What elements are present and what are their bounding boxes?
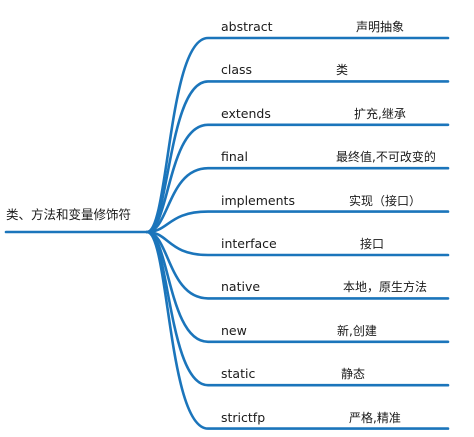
branch-keyword: interface <box>221 236 277 251</box>
branch-node-native[interactable]: native 本地，原生方法 <box>0 279 474 297</box>
branch-node-final[interactable]: final 最终值,不可改变的 <box>0 149 474 167</box>
branch-description: 最终值,不可改变的 <box>336 150 436 165</box>
branch-description: 静态 <box>341 367 366 382</box>
branch-keyword: implements <box>221 192 295 208</box>
branch-description: 声明抽象 <box>356 20 405 34</box>
branch-line-extends <box>145 123 450 234</box>
branch-description: 实现（接口） <box>349 193 422 208</box>
branch-node-abstract[interactable]: abstract 声明抽象 <box>0 19 474 37</box>
branch-node-class[interactable]: class 类 <box>0 62 474 80</box>
branch-keyword: static <box>221 366 256 382</box>
branch-keyword: new <box>221 322 247 338</box>
branch-description: 本地，原生方法 <box>343 280 428 295</box>
branch-line-final <box>145 166 450 234</box>
branch-keyword: native <box>221 279 261 295</box>
branch-description: 接口 <box>360 237 385 251</box>
branch-description: 严格,精准 <box>349 410 401 425</box>
branch-node-static[interactable]: static 静态 <box>0 366 474 384</box>
branch-node-extends[interactable]: extends 扩充,继承 <box>0 106 474 124</box>
branch-description: 类 <box>336 63 349 78</box>
branch-description: 扩充,继承 <box>354 106 406 121</box>
branch-keyword: final <box>221 149 248 165</box>
branch-line-strictfp <box>145 230 450 430</box>
branch-node-interface[interactable]: interface 接口 <box>0 236 474 254</box>
branch-line-implements <box>145 210 450 234</box>
branch-keyword: abstract <box>221 19 273 34</box>
branch-node-strictfp[interactable]: strictfp 严格,精准 <box>0 410 474 428</box>
branch-node-new[interactable]: new 新,创建 <box>0 323 474 341</box>
branch-keyword: extends <box>221 105 271 121</box>
branch-node-implements[interactable]: implements 实现（接口） <box>0 193 474 211</box>
branch-description: 新,创建 <box>337 323 377 338</box>
root-topic[interactable]: 类、方法和变量修饰符 <box>6 207 132 222</box>
branch-keyword: strictfp <box>221 409 266 425</box>
branch-keyword: class <box>221 62 253 78</box>
